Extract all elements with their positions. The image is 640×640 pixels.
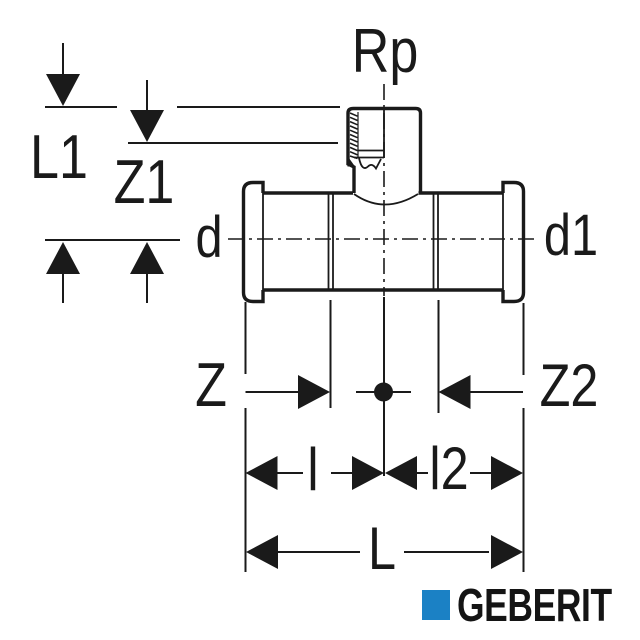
dim-L1 xyxy=(45,43,340,303)
label-d: d xyxy=(195,205,223,270)
branch-thread-hatch xyxy=(349,112,359,160)
label-z1: Z1 xyxy=(113,148,175,217)
left-press-collar xyxy=(241,180,265,304)
label-z: Z xyxy=(195,351,227,420)
label-d1: d1 xyxy=(543,203,599,268)
geberit-logo-text: GEBERIT xyxy=(457,579,612,631)
centerlines xyxy=(228,84,537,296)
dim-l-l2 xyxy=(245,456,523,490)
tee-body-inner-lines xyxy=(262,193,504,290)
label-l1: L1 xyxy=(30,123,88,192)
extension-lines xyxy=(244,297,525,572)
thread-relief-jag xyxy=(358,157,382,171)
dim-L xyxy=(246,535,523,569)
crotch-arc xyxy=(353,193,419,206)
dim-Z1 xyxy=(45,80,338,303)
label-z2: Z2 xyxy=(539,352,599,419)
tee-body xyxy=(241,180,526,304)
dim-Z-Z2 xyxy=(245,375,523,409)
center-point-dot xyxy=(374,382,393,402)
right-press-collar xyxy=(501,180,526,304)
label-l: l xyxy=(307,436,319,503)
label-rp: Rp xyxy=(351,17,419,86)
label-L: L xyxy=(367,515,397,582)
label-l2: l2 xyxy=(429,435,469,502)
geberit-logo-square-icon xyxy=(422,590,450,620)
threaded-branch xyxy=(346,106,423,193)
